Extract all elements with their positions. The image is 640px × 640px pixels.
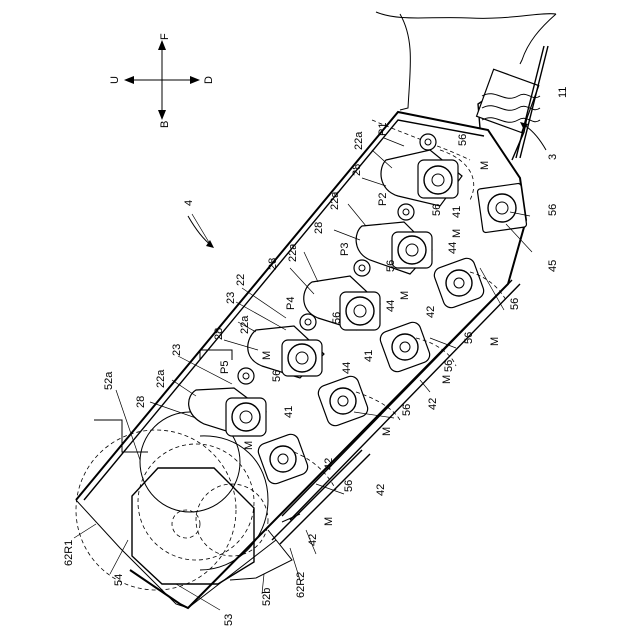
motor-a bbox=[432, 256, 486, 310]
label-m-8: M bbox=[323, 517, 335, 526]
nozzle-p2 bbox=[398, 204, 414, 220]
label-28-3: 28 bbox=[267, 258, 279, 270]
label-56-6: 56 bbox=[547, 204, 559, 216]
label-44-3: 44 bbox=[341, 362, 353, 374]
label-52a: 52a bbox=[103, 371, 115, 390]
label-42-4: 42 bbox=[307, 534, 319, 546]
label-56-3: 56 bbox=[385, 260, 397, 272]
roller-4 bbox=[248, 326, 324, 378]
label-42-1: 42 bbox=[425, 306, 437, 318]
motor-45 bbox=[477, 183, 527, 233]
label-52b: 52b bbox=[261, 588, 273, 606]
label-41-3: 41 bbox=[283, 406, 295, 418]
label-41-1: 41 bbox=[451, 206, 463, 218]
label-22: 22 bbox=[235, 274, 247, 286]
label-56-2: 56 bbox=[431, 204, 443, 216]
label-56-8: 56 bbox=[463, 332, 475, 344]
label-4: 4 bbox=[183, 200, 195, 206]
label-m-7: M bbox=[243, 441, 255, 450]
label-44-1: 44 bbox=[447, 242, 459, 254]
label-m-5: M bbox=[441, 375, 453, 384]
label-28-2: 28 bbox=[313, 222, 325, 234]
label-22a-1: 22a bbox=[353, 131, 365, 150]
compass-f-label: F bbox=[159, 33, 171, 40]
label-22a-5: 22a bbox=[155, 369, 167, 388]
compass-b-label: B bbox=[159, 121, 171, 128]
label-3: 3 bbox=[547, 154, 559, 160]
label-m-6: M bbox=[381, 427, 393, 436]
rotor-chamber bbox=[76, 412, 300, 590]
label-42-3: 42 bbox=[375, 484, 387, 496]
roller-1 bbox=[381, 150, 462, 206]
label-22a-2: 22a bbox=[329, 191, 341, 210]
label-56-1: 56 bbox=[457, 134, 469, 146]
label-m-4: M bbox=[489, 337, 501, 346]
label-28-5: 28 bbox=[135, 396, 147, 408]
label-42-5: 42 bbox=[323, 458, 335, 470]
label-42-2: 42 bbox=[427, 398, 439, 410]
label-45: 45 bbox=[547, 260, 559, 272]
label-11: 11 bbox=[557, 87, 569, 98]
label-p4: P4 bbox=[285, 297, 297, 310]
label-m-9: M bbox=[261, 351, 273, 360]
cutter-unit-11 bbox=[477, 46, 548, 158]
label-56-4: 56 bbox=[331, 312, 343, 324]
label-23-2: 23 bbox=[171, 344, 183, 356]
label-p2: P2 bbox=[377, 193, 389, 206]
direction-compass: F B U D bbox=[109, 33, 215, 128]
label-m-2: M bbox=[451, 229, 463, 238]
label-p5: P5 bbox=[219, 361, 231, 374]
motor-b bbox=[378, 320, 432, 374]
label-56-10: 56 bbox=[401, 404, 413, 416]
label-62r2: 62R2 bbox=[295, 572, 307, 598]
label-53: 53 bbox=[223, 614, 235, 626]
label-m-3: M bbox=[399, 291, 411, 300]
label-56-11: 56 bbox=[343, 480, 355, 492]
label-p1: P1 bbox=[377, 123, 389, 136]
roller-5 bbox=[189, 388, 266, 436]
nozzle-p5 bbox=[238, 368, 254, 384]
label-54: 54 bbox=[113, 574, 125, 586]
label-m-1: M bbox=[479, 161, 491, 170]
label-28-1: 28 bbox=[351, 164, 363, 176]
label-p3: P3 bbox=[339, 243, 351, 256]
motor-c bbox=[316, 374, 370, 428]
compass-d-label: D bbox=[203, 76, 215, 84]
label-56-7: 56 bbox=[509, 298, 521, 310]
label-56-5: 56 bbox=[271, 370, 283, 382]
label-62r1: 62R1 bbox=[63, 540, 75, 566]
motor-d bbox=[256, 432, 310, 486]
label-22a-4: 22a bbox=[239, 315, 251, 334]
nozzle-p1 bbox=[420, 134, 436, 150]
label-22a-3: 22a bbox=[287, 243, 299, 262]
label-44-2: 44 bbox=[385, 300, 397, 312]
label-23-1: 23 bbox=[225, 292, 237, 304]
nozzle-p3 bbox=[354, 260, 370, 276]
label-28-4: 28 bbox=[213, 328, 225, 340]
label-41-2: 41 bbox=[363, 350, 375, 362]
label-56-9: 56 bbox=[443, 360, 455, 372]
compass-u-label: U bbox=[109, 76, 121, 84]
